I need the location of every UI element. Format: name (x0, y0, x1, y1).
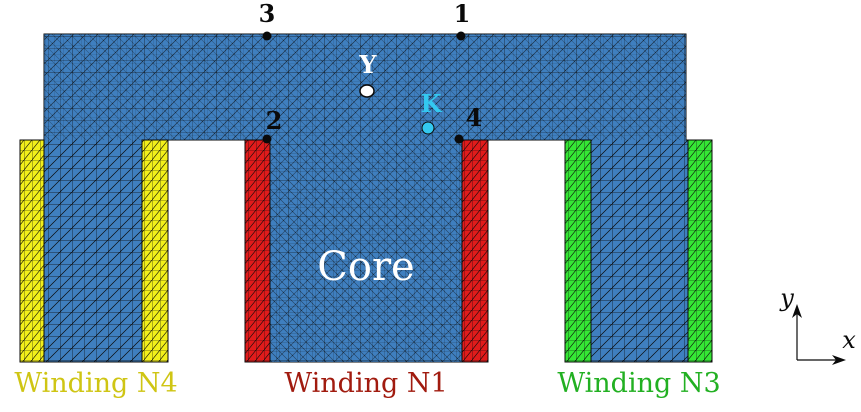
point-k-marker (421, 121, 435, 135)
node-3-label: 3 (259, 0, 276, 28)
point-y-marker (359, 84, 375, 98)
y-axis-arrowhead (792, 304, 802, 318)
axis-y-label: y (779, 284, 794, 312)
node-2-marker (262, 134, 272, 144)
winding-n1-region (244, 139, 489, 363)
axes-indicator (792, 304, 846, 365)
node-markers (262, 31, 466, 144)
axis-x-label: x (842, 326, 856, 354)
node-1-marker (456, 31, 466, 41)
point-y-label: Y (358, 50, 377, 79)
winding-n4-label: Winding N4 (14, 368, 177, 399)
winding-n3-label: Winding N3 (557, 368, 720, 399)
node-3-marker (262, 31, 272, 41)
node-4-marker (454, 134, 464, 144)
node-2-label: 2 (266, 106, 283, 135)
node-1-label: 1 (454, 0, 471, 28)
node-4-label: 4 (466, 103, 483, 132)
winding-n3-region (564, 139, 713, 363)
point-k-label: K (421, 89, 443, 118)
winding-n4-region (19, 139, 169, 363)
core-label: Core (317, 244, 414, 290)
x-axis-arrowhead (832, 355, 846, 365)
winding-n1-label: Winding N1 (284, 368, 447, 399)
